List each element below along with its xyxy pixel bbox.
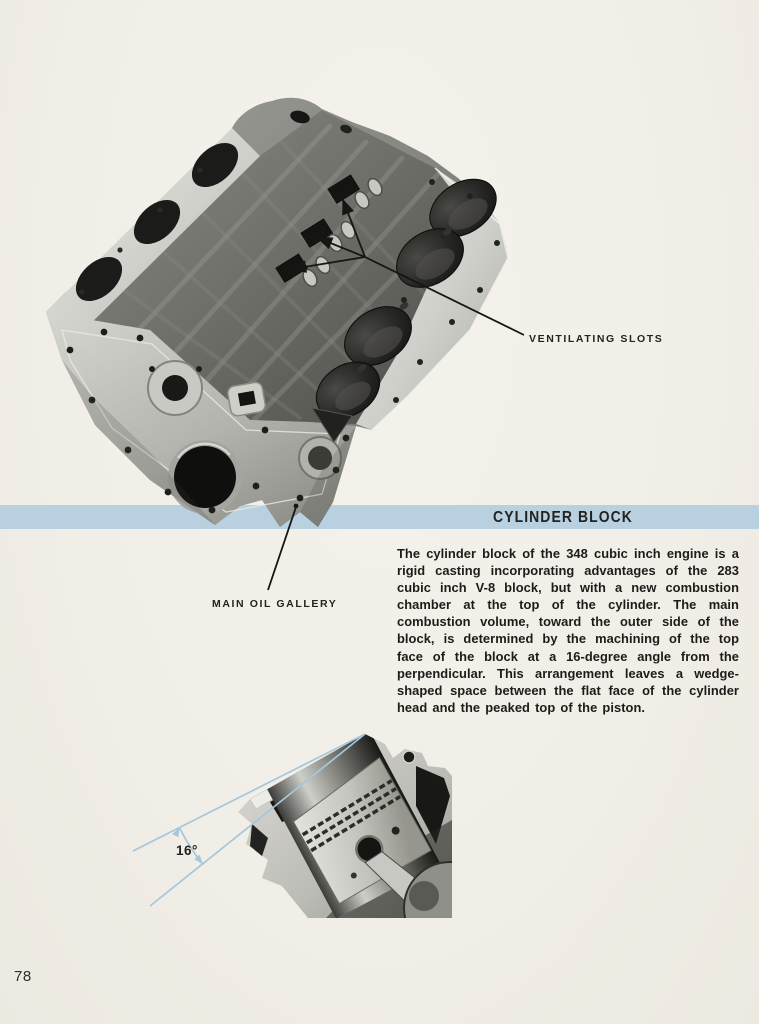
page-number: 78 bbox=[14, 968, 32, 985]
callout-lines bbox=[267, 198, 525, 591]
callout-label-ventilating-slots: VENTILATING SLOTS bbox=[529, 333, 664, 345]
angle-annotation bbox=[132, 733, 366, 907]
piston-cross-section-photo bbox=[238, 734, 452, 918]
section-title-band: CYLINDER BLOCK bbox=[0, 505, 759, 529]
section-title: CYLINDER BLOCK bbox=[493, 509, 633, 526]
cylinder-block-photo bbox=[46, 97, 509, 527]
body-paragraph: The cylinder block of the 348 cubic inch… bbox=[397, 546, 739, 715]
callout-label-main-oil-gallery: MAIN OIL GALLERY bbox=[212, 598, 338, 610]
angle-label: 16° bbox=[176, 843, 198, 858]
